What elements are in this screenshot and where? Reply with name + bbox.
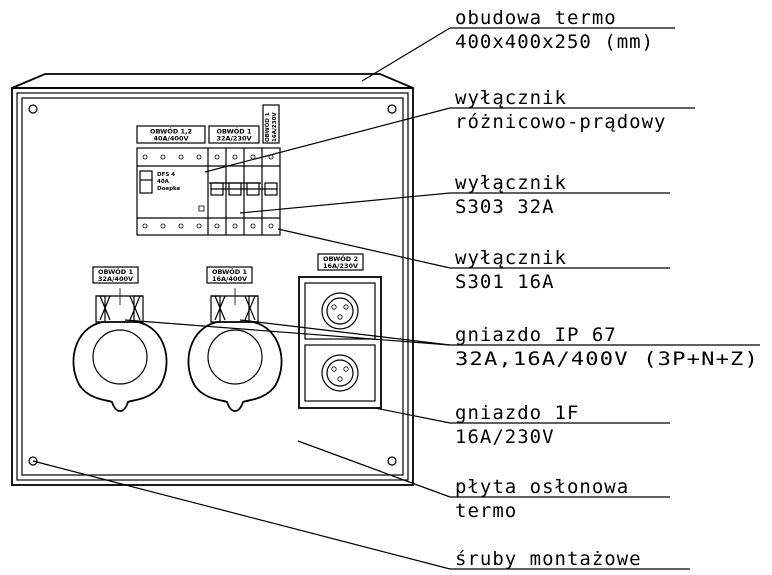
socket-1f-top: [304, 282, 376, 340]
circuit-label-1-32-line1: OBWÓD 1: [216, 127, 251, 136]
callout-s301: wyłącznik S301 16A: [455, 247, 567, 293]
rcd-test-button-icon: [198, 205, 205, 212]
socket-1f-outer-frame: [298, 276, 382, 409]
circuit-label-1-16-line1: OBWÓD 1: [264, 112, 271, 142]
circuit-label-12-line1: OBWÓD 1,2: [150, 127, 192, 136]
socket-left-label-line2: 32A/400V: [98, 275, 133, 283]
cover-plate: [21, 97, 404, 476]
ip67-socket-left-housing: [72, 321, 168, 412]
callout-housing-line2: 400x400x250 (mm): [455, 31, 654, 53]
socket-label-left: OBWÓD 1 32A/400V: [92, 266, 139, 284]
circuit-label-12-line2: 40A/400V: [153, 135, 188, 143]
mounting-screws: [28, 104, 397, 466]
socket-right-label-line2: 16A/230V: [323, 262, 358, 270]
socket-1f-top-face: [321, 292, 359, 330]
callout-s301-line2: S301 16A: [455, 271, 555, 293]
callout-socket-1f-line2: 16A/230V: [455, 426, 555, 448]
housing: [11, 73, 414, 486]
callout-housing-line1: obudowa termo: [455, 7, 617, 29]
housing-outer-frame: [11, 87, 414, 486]
screw-icon: [387, 456, 397, 466]
callout-rcd-line1: wyłącznik: [455, 87, 567, 109]
circuit-label-1-16-vertical: OBWÓD 1 16A/230V: [262, 104, 280, 144]
circuit-label-1-32: OBWÓD 1 32A/230V: [208, 125, 260, 144]
ip67-socket-left: [72, 288, 168, 412]
screw-icon: [28, 456, 38, 466]
rcd-brand-label: Doepke: [157, 186, 181, 192]
callout-cover-line2: termo: [455, 500, 517, 522]
callout-screws: śruby montażowe: [455, 548, 642, 570]
ip67-socket-mid: [187, 288, 283, 412]
callout-cover: płyta osłonowa termo: [455, 476, 629, 522]
socket-right-label-line1: OBWÓD 2: [323, 254, 358, 263]
housing-top-cap: [11, 73, 414, 89]
socket-label-mid: OBWÓD 1 16A/400V: [206, 266, 253, 284]
callout-rcd: wyłącznik różnicowo-prądowy: [455, 87, 666, 133]
callout-ip67: gniazdo IP 67 32A,16A/400V (3P+N+Z): [455, 324, 759, 370]
callout-s301-line1: wyłącznik: [455, 247, 567, 269]
screw-icon: [28, 104, 38, 114]
socket-1f-pair: [298, 276, 382, 409]
callout-s303-line2: S303 32A: [455, 196, 555, 218]
callout-cover-line1: płyta osłonowa: [455, 476, 629, 498]
socket-1f-bottom: [304, 344, 376, 402]
ip67-socket-mid-housing: [187, 321, 283, 412]
callout-socket-1f-line1: gniazdo 1F: [455, 402, 579, 424]
rcd-current-label: 40A: [157, 179, 170, 185]
ip67-socket-left-face: [92, 329, 148, 385]
socket-1f-bottom-face: [321, 354, 359, 392]
din-devices: DFS 4 40A Doepke: [136, 147, 281, 236]
socket-label-right: OBWÓD 2 16A/230V: [317, 253, 364, 271]
callout-ip67-line1: gniazdo IP 67: [455, 324, 617, 346]
circuit-label-1-16-line2: 16A/230V: [272, 112, 278, 142]
callout-socket-1f: gniazdo 1F 16A/230V: [455, 402, 579, 448]
socket-mid-label-line1: OBWÓD 1: [212, 267, 247, 276]
rcd-model-label: DFS 4: [157, 172, 175, 178]
callout-housing: obudowa termo 400x400x250 (mm): [455, 7, 654, 53]
housing-inner-frame: [16, 92, 409, 481]
callout-s303-line1: wyłącznik: [455, 172, 567, 194]
circuit-label-1-32-line2: 32A/230V: [216, 135, 251, 143]
screw-icon: [387, 104, 397, 114]
ip67-socket-mid-face: [207, 329, 263, 385]
socket-left-label-line1: OBWÓD 1: [98, 267, 133, 276]
callout-screws-line1: śruby montażowe: [455, 548, 642, 570]
callout-ip67-line2: 32A,16A/400V (3P+N+Z): [455, 348, 759, 370]
callout-rcd-line2: różnicowo-prądowy: [455, 111, 666, 133]
leader-lines: [32, 27, 760, 570]
callout-s303: wyłącznik S303 32A: [455, 172, 567, 218]
circuit-label-12: OBWÓD 1,2 40A/400V: [136, 125, 206, 144]
rcd-lever-icon: [139, 170, 153, 194]
socket-mid-label-line2: 16A/400V: [212, 275, 247, 283]
